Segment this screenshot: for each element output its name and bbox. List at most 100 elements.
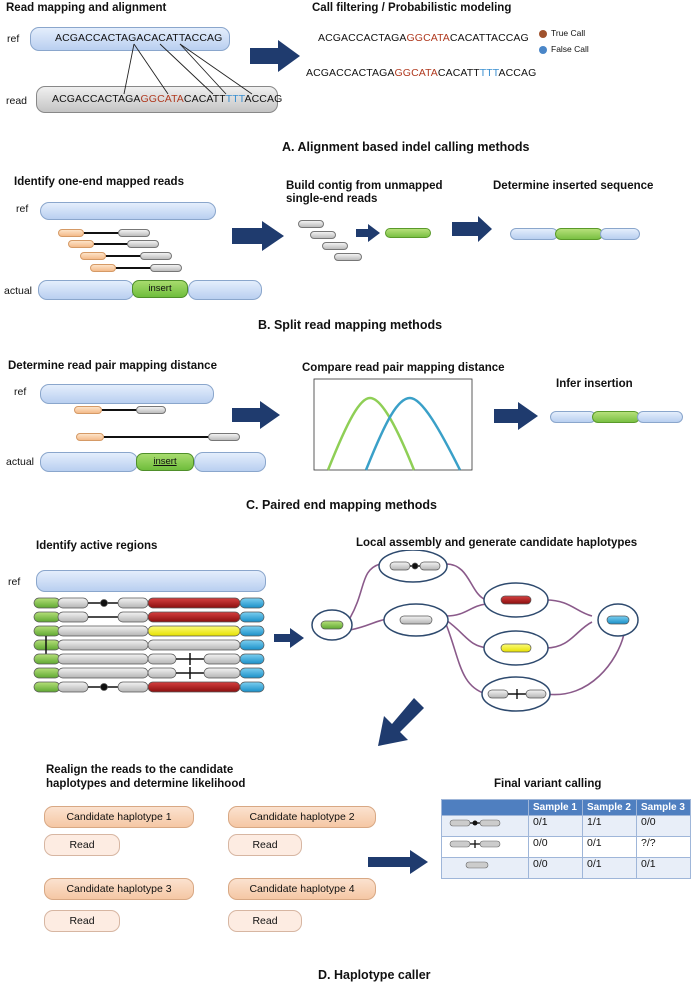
- c-green-curve: [326, 396, 416, 471]
- read-sequence-bar: [36, 86, 278, 113]
- row-3-haplotype-icon: [441, 857, 529, 879]
- legend-true-call: True Call: [539, 28, 585, 38]
- b-read-link-3: [106, 255, 142, 257]
- b-read-mate-1: [118, 229, 150, 237]
- ref-label: ref: [7, 33, 20, 45]
- c-graphics: [232, 378, 538, 471]
- b-read-link-2: [94, 243, 128, 245]
- d-assembly-graph: [311, 550, 639, 712]
- table-cell: 1/1: [582, 815, 637, 837]
- b-actual-left-bar: [38, 280, 134, 300]
- b-actual-label: actual: [4, 285, 33, 297]
- call-true-sequence: ACGACCACTAGAGGCATACACATTACCAG: [318, 32, 529, 44]
- section-d-heading-3-line-2: haplotypes and determine likelihood: [46, 778, 246, 790]
- candidate-haplotype-2: Candidate haplotype 2: [228, 806, 376, 828]
- table-cell: 0/1: [636, 857, 691, 879]
- true-call-dot-icon: [539, 29, 547, 38]
- section-d-heading-3-line-1: Realign the reads to the candidate: [46, 764, 234, 776]
- c-pair-2-link: [104, 436, 210, 438]
- candidate-haplotype-1: Candidate haplotype 1: [44, 806, 194, 828]
- d-active-regions: [33, 597, 304, 693]
- section-c-heading-3: Infer insertion: [556, 378, 633, 390]
- false-call-dot-icon: [539, 45, 547, 54]
- table-row: 0/0 0/1 ?/?: [441, 836, 691, 858]
- b-contig-read-3: [322, 242, 348, 250]
- c-ref-label: ref: [14, 386, 27, 398]
- table-header-sample-1: Sample 1: [528, 799, 583, 816]
- table-header-sample-2: Sample 2: [582, 799, 637, 816]
- b-read-anchor-3: [80, 252, 106, 260]
- section-d-heading-1: Identify active regions: [36, 540, 158, 552]
- b-insert-box: insert: [132, 280, 188, 298]
- row-2-haplotype-icon: [441, 836, 529, 858]
- table-cell: 0/1: [582, 836, 637, 858]
- read-box-4: Read: [228, 910, 302, 932]
- c-inferred-right: [637, 411, 683, 423]
- b-read-anchor-1: [58, 229, 84, 237]
- row-1-haplotype-icon: [441, 815, 529, 837]
- section-c-heading-2: Compare read pair mapping distance: [302, 362, 505, 374]
- b-read-mate-4: [150, 264, 182, 272]
- table-cell: 0/1: [582, 857, 637, 879]
- c-inferred-left: [550, 411, 596, 423]
- variant-table: Sample 1 Sample 2 Sample 3 0/1 1/1 0/0 0…: [441, 799, 691, 879]
- c-pair-1-link: [102, 409, 138, 411]
- d-ref-label: ref: [8, 576, 21, 588]
- b-read-link-1: [84, 232, 120, 234]
- b-contig-read-1: [298, 220, 324, 228]
- section-b-heading-2: Build contig from unmapped single-end re…: [286, 180, 443, 205]
- ref-sequence-bar: [30, 27, 230, 51]
- table-cell: 0/0: [528, 836, 583, 858]
- alignment-lines: [123, 40, 300, 95]
- c-actual-label: actual: [6, 456, 35, 468]
- b-contig-read-4: [334, 253, 362, 261]
- caption-a: A. Alignment based indel calling methods: [282, 140, 530, 154]
- b-inferred-left: [510, 228, 558, 240]
- c-blue-curve: [364, 396, 462, 471]
- caption-d: D. Haplotype caller: [318, 968, 431, 982]
- caption-b: B. Split read mapping methods: [258, 318, 443, 332]
- b-contig-read-2: [310, 231, 336, 239]
- b-inferred-right: [600, 228, 640, 240]
- section-b-heading-3: Determine inserted sequence: [493, 180, 654, 192]
- d-down-arrow: [378, 698, 424, 746]
- d-right-arrow: [368, 850, 428, 874]
- b-inferred-insert: [555, 228, 603, 240]
- b-read-link-4: [116, 267, 152, 269]
- candidate-haplotype-4: Candidate haplotype 4: [228, 878, 376, 900]
- c-insert-box: insert: [136, 453, 194, 471]
- b-arrows: [232, 216, 492, 251]
- section-c-heading-1: Determine read pair mapping distance: [8, 360, 217, 372]
- c-pair-1-right: [136, 406, 166, 414]
- c-inferred-insert: [592, 411, 640, 423]
- ref-sequence: ACGACCACTAGACACATTACCAG: [55, 32, 223, 44]
- b-actual-right-bar: [188, 280, 262, 300]
- b-contig-green: [385, 228, 431, 238]
- table-header-sample-3: Sample 3: [636, 799, 691, 816]
- table-row: 0/0 0/1 0/1: [441, 857, 691, 879]
- b-ref-bar: [40, 202, 216, 220]
- legend-false-call: False Call: [539, 44, 589, 54]
- b-read-mate-2: [127, 240, 159, 248]
- c-pair-1-left: [74, 406, 102, 414]
- read-box-3: Read: [44, 910, 120, 932]
- table-row: 0/1 1/1 0/0: [441, 815, 691, 837]
- caption-c: C. Paired end mapping methods: [246, 498, 437, 512]
- section-b-heading-1: Identify one-end mapped reads: [14, 176, 184, 188]
- table-cell: 0/1: [528, 815, 583, 837]
- c-pair-2-left: [76, 433, 104, 441]
- b-read-mate-3: [140, 252, 172, 260]
- section-a-right-heading: Call filtering / Probabilistic modeling: [312, 2, 512, 14]
- d-ref-bar: [36, 570, 266, 592]
- call-false-sequence: ACGACCACTAGAGGCATACACATTTTTACCAG: [306, 67, 537, 79]
- section-d-heading-2: Local assembly and generate candidate ha…: [356, 537, 638, 549]
- c-ref-bar: [40, 384, 214, 404]
- table-cell: 0/0: [528, 857, 583, 879]
- read-sequence: ACGACCACTAGAGGCATACACATTTTTACCAG: [52, 93, 283, 105]
- c-actual-right-bar: [194, 452, 266, 472]
- table-header-empty: [441, 799, 529, 816]
- table-cell: 0/0: [636, 815, 691, 837]
- read-box-1: Read: [44, 834, 120, 856]
- section-d-heading-4: Final variant calling: [494, 778, 602, 790]
- b-read-anchor-4: [90, 264, 116, 272]
